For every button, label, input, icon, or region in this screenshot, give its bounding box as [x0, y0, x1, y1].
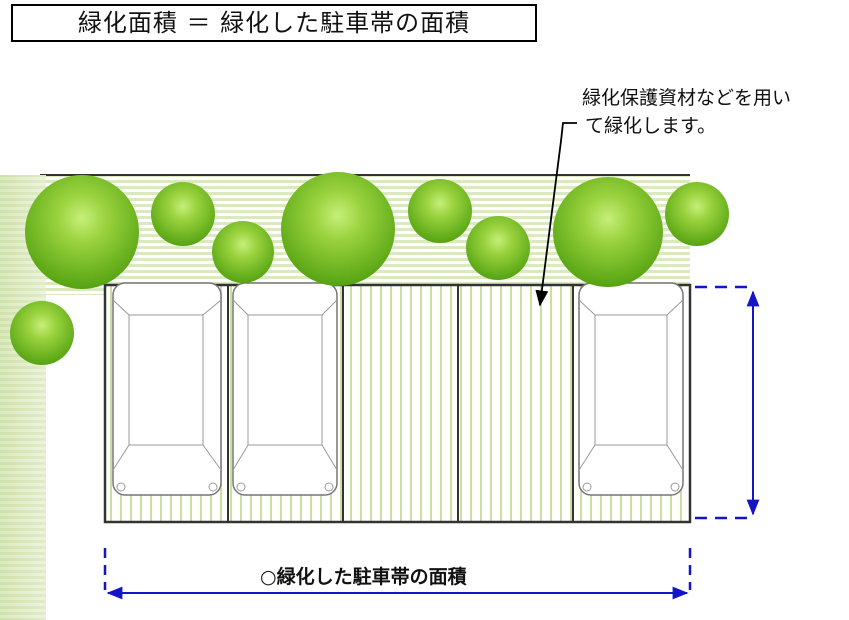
tree — [151, 182, 215, 246]
greening-note: 緑化保護資材などを用い て緑化します。 — [582, 84, 849, 140]
tree — [281, 172, 395, 286]
tree — [466, 216, 530, 280]
area-label: ○緑化した駐車帯の面積 — [260, 566, 467, 588]
parking-area — [103, 282, 692, 524]
tree — [553, 177, 663, 287]
note-line-1: 緑化保護資材などを用い — [582, 87, 792, 109]
tree — [665, 182, 729, 246]
depth-dimension — [695, 285, 760, 520]
formula-title: 緑化面積 ＝ 緑化した駐車帯の面積 — [11, 4, 537, 42]
parked-car — [578, 282, 684, 496]
note-leader-line — [535, 122, 577, 307]
tree — [25, 175, 139, 289]
trees — [10, 172, 729, 365]
parked-car — [232, 282, 338, 496]
parking-frame — [103, 283, 692, 524]
tree — [212, 221, 274, 283]
parked-car — [112, 282, 222, 496]
width-dimension — [103, 548, 692, 600]
note-line-2: て緑化します。 — [585, 115, 717, 137]
tree — [408, 179, 472, 243]
tree — [10, 301, 74, 365]
